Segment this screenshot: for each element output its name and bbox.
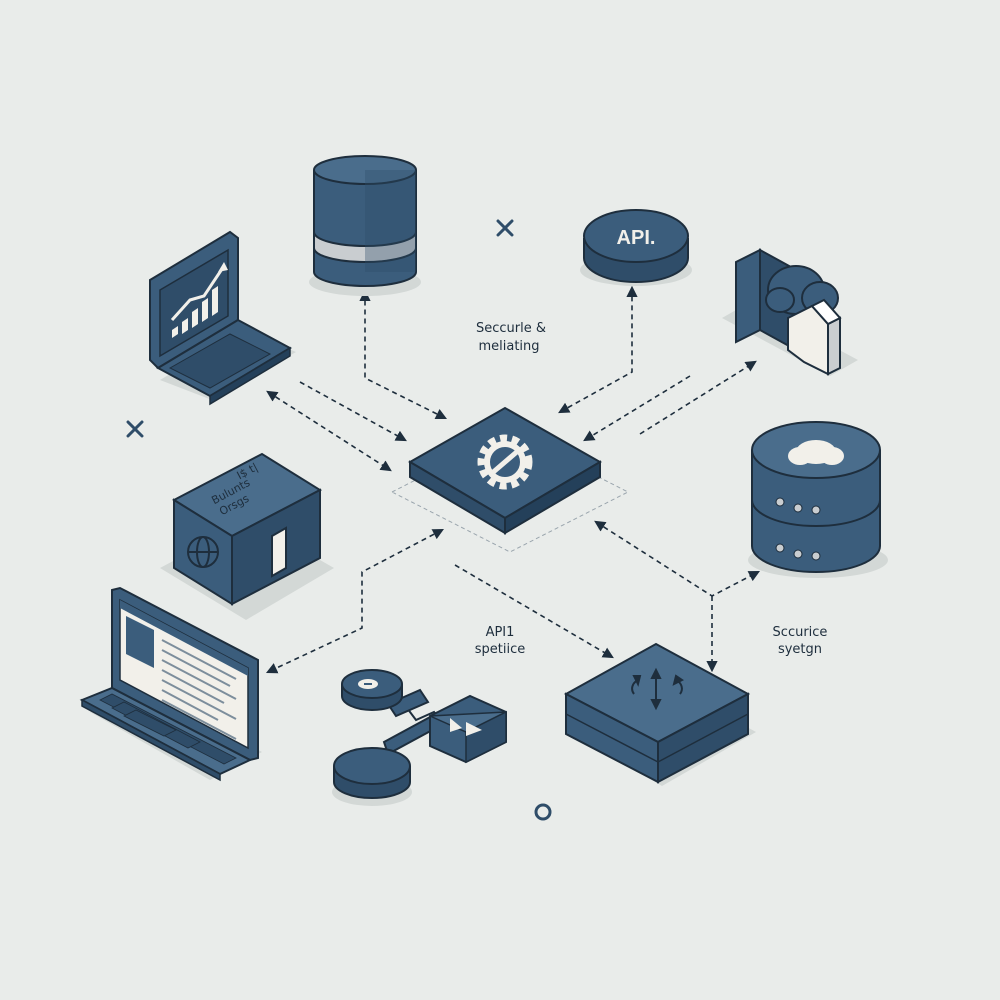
secure-mediating-label-line-2: meliating — [478, 339, 539, 354]
connector-database-hub — [359, 289, 448, 420]
api-service-label-line-2: spetiice — [475, 642, 526, 657]
api-node[interactable]: API. — [580, 209, 692, 286]
database-node[interactable] — [309, 155, 421, 296]
server-node[interactable] — [748, 421, 888, 578]
secure-mediating-label-line-1: Seccurle & — [476, 321, 546, 336]
cross-mark-top — [496, 219, 514, 237]
connector-hub-server — [594, 520, 760, 597]
flow-node[interactable] — [332, 669, 507, 806]
connector-hub-control — [454, 564, 614, 659]
server-status-lights — [775, 497, 821, 561]
cube-node[interactable]: I$ t| Bulunts Orsgs — [160, 452, 334, 620]
control-box-node[interactable] — [563, 642, 756, 786]
browser-laptop-icon — [126, 616, 237, 740]
keyboard — [99, 693, 237, 765]
central-hub[interactable] — [390, 406, 630, 553]
secure-system-label-line-1: Sccurice — [773, 625, 828, 640]
secure-system-label-line-2: syetgn — [778, 642, 822, 657]
api-label: API. — [617, 227, 656, 249]
flow-icon — [450, 718, 482, 736]
cross-mark-left — [126, 420, 144, 438]
gear-icon — [477, 434, 533, 490]
move-control-icon — [631, 667, 684, 711]
connector-cloud-doc-hub — [583, 375, 691, 442]
connector-cloud-doc-hub-2 — [639, 360, 757, 435]
api-service-label-line-1: API1 — [486, 625, 515, 640]
connector-laptop-chart-hub — [299, 381, 407, 442]
circle-mark-bottom — [534, 803, 552, 821]
cloud-document-node[interactable] — [722, 248, 858, 376]
cloud-server-icon — [788, 440, 844, 465]
laptop-chart-node[interactable] — [149, 230, 296, 406]
connectors — [265, 285, 760, 674]
connector-laptop-chart-hub-2 — [266, 390, 392, 472]
chart-icon — [170, 262, 228, 338]
globe-cube-icon — [187, 536, 219, 568]
laptop-browser-node[interactable] — [79, 586, 262, 782]
connector-api-hub — [558, 285, 638, 414]
connector-hub-laptop-browser — [265, 528, 444, 674]
